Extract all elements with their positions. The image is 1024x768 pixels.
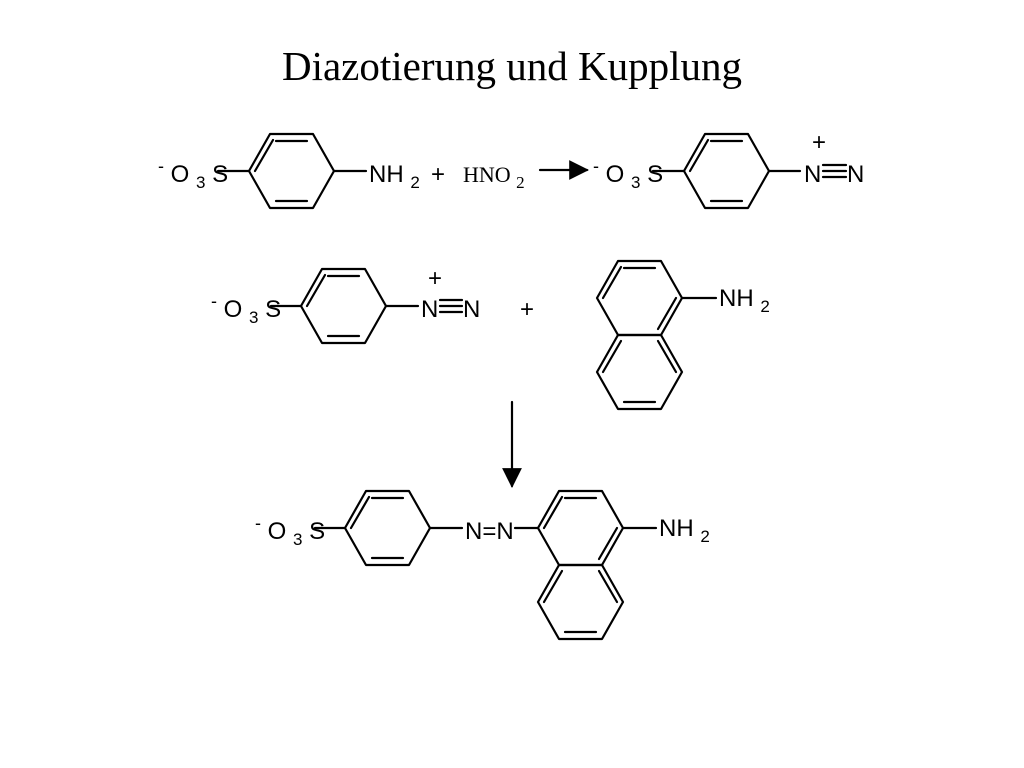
nitrous-acid-label: HNO 2	[463, 162, 525, 192]
diazonium-product: - O 3 S N + N	[593, 129, 864, 210]
svg-text:NH 2: NH 2	[719, 285, 770, 316]
naphthylamine-reactant: NH 2	[595, 259, 770, 411]
svg-text:- O 3: - O 3 S	[211, 286, 281, 329]
svg-text:NH 2: NH 2	[659, 515, 710, 546]
svg-text:N: N	[421, 296, 438, 323]
azo-dye-product: - O 3 S N=N	[255, 489, 710, 641]
azo-label: N=N	[465, 518, 514, 545]
charge-label: - O 3 S	[158, 151, 228, 194]
benzene-ring	[299, 267, 388, 345]
diazonium-reactant: - O 3 S N + N	[211, 265, 480, 345]
benzene-ring	[682, 132, 771, 210]
svg-text:- O 3: - O 3 S	[255, 508, 325, 551]
plus-sign: +	[520, 296, 534, 323]
amine-label: NH 2	[369, 161, 420, 192]
svg-text:+: +	[428, 265, 442, 292]
svg-text:- O 3: - O 3 S	[593, 151, 663, 194]
benzene-ring	[343, 489, 432, 567]
benzene-ring	[247, 132, 336, 210]
svg-text:N: N	[463, 296, 480, 323]
slide-title: Diazotierung und Kupplung	[281, 43, 743, 89]
svg-text:+: +	[812, 129, 826, 156]
plus-sign: +	[431, 161, 445, 188]
svg-text:N: N	[804, 161, 821, 188]
svg-text:N: N	[847, 161, 864, 188]
sulfanilate-reactant: - O 3 S NH 2	[158, 132, 420, 210]
